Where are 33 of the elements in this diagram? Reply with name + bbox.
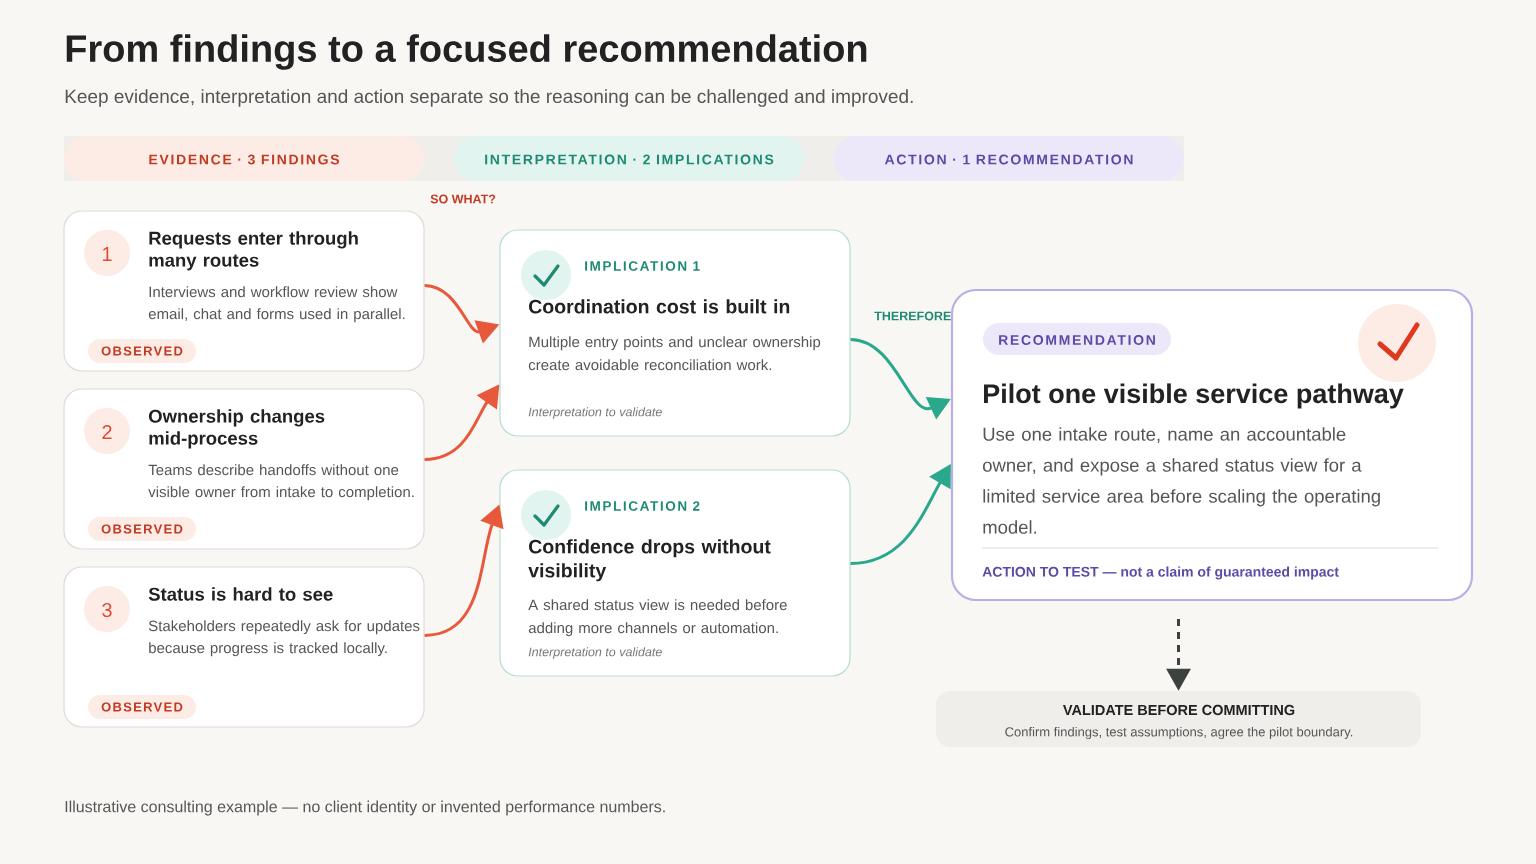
card-heading: Requests enter through many routes [149,231,358,271]
validation-note: Interpretation to validate [528,647,662,659]
card-text: Interviews and workflow review show email, chat and forms used in parallel. [148,286,405,323]
connector-label: SO WHAT? [430,194,496,204]
card-label: IMPLICATION 2 [585,501,700,511]
card-text: Stakeholders repeatedly ask for updates because progress is tracked locally. [148,620,420,657]
card-heading: Ownership changes mid-process [148,409,325,449]
validation-box: VALIDATE BEFORE COMMITTING Confirm findings, test assumptions, agree the pilot boundary. [936,691,1421,747]
connector-label: THEREFORE [874,311,951,321]
category-tag: RECOMMENDATION [983,323,1171,355]
card-text: Teams describe handoffs without one visible owner from intake to completion. [148,464,414,501]
status-tag: OBSERVED [88,695,196,719]
title: From findings to a focused recommendation [66,34,867,70]
card-heading: Confidence drops without visibility [528,539,771,582]
caveat-note: ACTION TO TEST — not a claim of guaranteed impact [982,566,1339,580]
subtitle: Keep evidence, interpretation and action separate so the reasoning can be challenged and improved. [65,89,913,107]
recommendation-text: Use one intake route, name an accountable owner, and expose a shared status view for a limited service area before scaling the operating model. [983,427,1380,534]
number-badge: 3 [84,586,130,632]
number-badge: 2 [84,408,130,454]
card-text: Multiple entry points and unclear ownership create avoidable reconciliation work. [528,336,821,371]
card-label: IMPLICATION 1 [585,261,700,271]
card-heading: Status is hard to see [148,587,333,601]
status-tag: OBSERVED [88,517,196,541]
stage-band: EVIDENCE · 3 FINDINGS [64,136,424,181]
footnote: Illustrative consulting example — no client identity or invented performance numbers. [65,800,665,816]
status-tag: OBSERVED [88,339,196,363]
stage-band: ACTION · 1 RECOMMENDATION [834,136,1184,181]
recommendation-heading: Pilot one visible service pathway [984,383,1404,409]
card-text: A shared status view is needed before adding more channels or automation. [528,599,787,637]
validation-note: Interpretation to validate [528,407,662,419]
number-badge: 1 [84,230,130,276]
stage-band: INTERPRETATION · 2 IMPLICATIONS [454,136,804,181]
card-heading: Coordination cost is built in [529,299,790,314]
